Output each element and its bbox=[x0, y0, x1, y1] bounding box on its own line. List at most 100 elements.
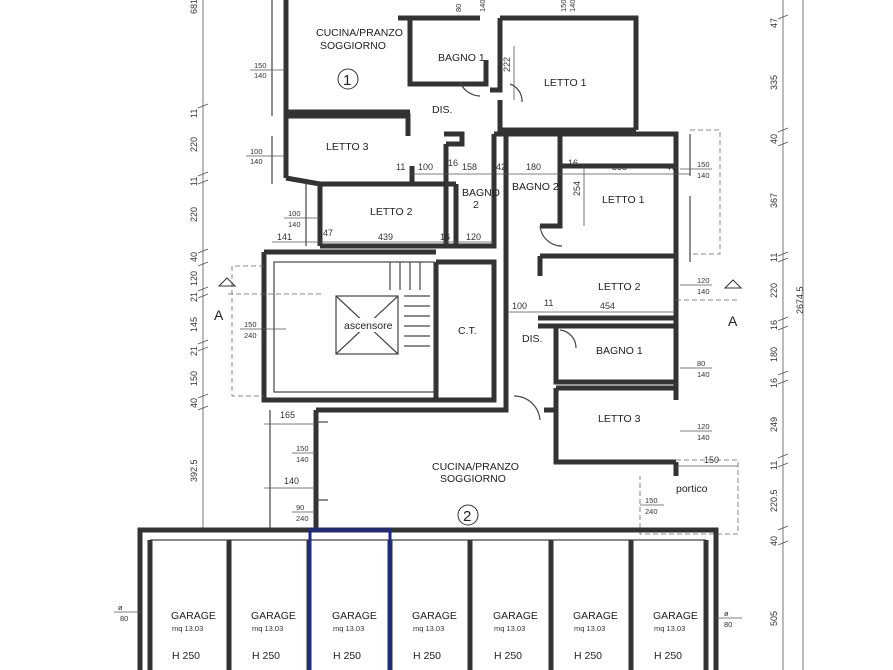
door-swing bbox=[509, 83, 523, 103]
section-a-right: A bbox=[728, 313, 738, 329]
garage-7-name: GARAGE bbox=[653, 610, 698, 622]
garage-labels: GARAGE mq 13.03 H 250 GARAGE mq 13.03 H … bbox=[171, 610, 698, 662]
garage-4-area: mq 13.03 bbox=[413, 624, 444, 633]
garage-3-height: H 250 bbox=[333, 650, 361, 662]
garage-5-height: H 250 bbox=[494, 650, 522, 662]
svg-text:368: 368 bbox=[612, 162, 627, 172]
svg-text:ø: ø bbox=[724, 609, 729, 618]
window-tag-vertical: 150 140 bbox=[559, 0, 577, 12]
scale-145: 145 bbox=[189, 317, 199, 332]
garage-3: GARAGE mq 13.03 H 250 bbox=[332, 610, 377, 662]
svg-text:140: 140 bbox=[568, 0, 577, 12]
garage-1-height: H 250 bbox=[172, 650, 200, 662]
scale-180: 180 bbox=[769, 347, 779, 362]
scale-11c: 11 bbox=[769, 253, 779, 262]
window-tag: 150 240 bbox=[640, 496, 664, 516]
garage-2: GARAGE mq 13.03 H 250 bbox=[251, 610, 296, 662]
scale-40c: 40 bbox=[769, 134, 779, 144]
garage-6-name: GARAGE bbox=[573, 610, 618, 622]
garage-5: GARAGE mq 13.03 H 250 bbox=[493, 610, 538, 662]
apt1-bagno2-label: BAGNO bbox=[462, 187, 500, 199]
svg-text:ø: ø bbox=[118, 603, 123, 612]
core-labels: ascensore C.T. A A bbox=[214, 277, 743, 337]
scale-220b: 220 bbox=[189, 207, 199, 222]
svg-text:150: 150 bbox=[296, 444, 309, 453]
scale-11a: 11 bbox=[189, 109, 199, 118]
apt2-letto3-label: LETTO 3 bbox=[598, 413, 641, 425]
garage-block bbox=[137, 527, 719, 670]
garage-6: GARAGE mq 13.03 H 250 bbox=[573, 610, 618, 662]
apt1-letto2-label: LETTO 2 bbox=[370, 206, 413, 218]
svg-text:80: 80 bbox=[724, 620, 732, 629]
scale-21a: 21 bbox=[189, 292, 199, 302]
svg-text:16: 16 bbox=[568, 158, 578, 168]
scale-392-5: 392.5 bbox=[189, 459, 199, 482]
section-a-left: A bbox=[214, 307, 224, 323]
garage-7-area: mq 13.03 bbox=[654, 624, 685, 633]
garage-2-name: GARAGE bbox=[251, 610, 296, 622]
window-tag: ø 80 bbox=[114, 603, 140, 623]
garage-5-name: GARAGE bbox=[493, 610, 538, 622]
window-tag: 80 140 bbox=[680, 359, 712, 379]
scale-16b: 16 bbox=[769, 378, 779, 388]
window-tag: ø 80 bbox=[716, 609, 742, 629]
scale-220-5: 220.5 bbox=[769, 489, 779, 512]
apt2-letto2-label: LETTO 2 bbox=[598, 281, 641, 293]
svg-text:100: 100 bbox=[418, 162, 433, 172]
apt1-bagno1-label: BAGNO 1 bbox=[438, 52, 485, 64]
right-scale-labels: 47 335 40 367 11 220 16 180 16 249 11 22… bbox=[769, 18, 805, 626]
apartment-2-living-walls bbox=[269, 400, 556, 530]
svg-text:150: 150 bbox=[697, 160, 710, 169]
svg-text:140: 140 bbox=[296, 455, 309, 464]
svg-text:222: 222 bbox=[502, 57, 512, 72]
svg-text:240: 240 bbox=[296, 514, 309, 523]
scale-681: 681 bbox=[189, 0, 199, 14]
svg-text:454: 454 bbox=[600, 301, 615, 311]
door-swing bbox=[513, 395, 541, 421]
window-tag: 100 140 bbox=[284, 209, 320, 229]
svg-text:120: 120 bbox=[697, 422, 710, 431]
door-swing bbox=[459, 81, 481, 97]
apt1-letto3-label: LETTO 3 bbox=[326, 141, 369, 153]
garage-3-name: GARAGE bbox=[332, 610, 377, 622]
section-arrow-right-icon bbox=[723, 279, 743, 289]
apt1-bagno2-num: 2 bbox=[473, 199, 479, 211]
door-swing bbox=[559, 329, 577, 349]
apartment-2-labels: BAGNO 2 LETTO 1 LETTO 2 DIS. BAGNO 1 LET… bbox=[432, 181, 708, 526]
svg-text:80: 80 bbox=[697, 359, 705, 368]
garage-4-name: GARAGE bbox=[412, 610, 457, 622]
lift-shaft bbox=[335, 295, 399, 355]
svg-text:120: 120 bbox=[697, 276, 710, 285]
scale-249: 249 bbox=[769, 417, 779, 432]
apt1-number-circle bbox=[337, 68, 359, 90]
svg-text:100: 100 bbox=[288, 209, 301, 218]
window-tag: 120 140 bbox=[680, 422, 712, 442]
scale-total: 2674.5 bbox=[795, 286, 805, 314]
scale-220a: 220 bbox=[189, 137, 199, 152]
svg-text:150: 150 bbox=[244, 320, 257, 329]
window-tag: 120 140 bbox=[680, 276, 712, 296]
svg-text:16: 16 bbox=[448, 158, 458, 168]
svg-text:47: 47 bbox=[323, 228, 333, 238]
svg-text:158: 158 bbox=[462, 162, 477, 172]
svg-text:150: 150 bbox=[704, 455, 719, 465]
apt1-number: 1 bbox=[343, 72, 351, 89]
scale-40b: 40 bbox=[189, 398, 199, 408]
svg-text:240: 240 bbox=[244, 331, 257, 340]
svg-text:165: 165 bbox=[280, 410, 295, 420]
scale-150: 150 bbox=[189, 371, 199, 386]
svg-text:240: 240 bbox=[645, 507, 658, 516]
apt2-bagno2-label: BAGNO 2 bbox=[512, 181, 559, 193]
apt1-dis-label: DIS. bbox=[432, 104, 452, 116]
window-tag: 150 140 bbox=[292, 444, 316, 464]
apt1-letto1-label: LETTO 1 bbox=[544, 77, 587, 89]
apt1-cucina-label: CUCINA/PRANZO bbox=[316, 27, 403, 39]
svg-text:120: 120 bbox=[466, 232, 481, 242]
apartment-1-labels: CUCINA/PRANZO SOGGIORNO 1 BAGNO 1 LETTO … bbox=[316, 27, 587, 218]
portico-label: portico bbox=[676, 483, 708, 495]
svg-text:100: 100 bbox=[250, 147, 263, 156]
svg-text:140: 140 bbox=[478, 0, 487, 12]
window-tag: 150 240 bbox=[240, 320, 286, 340]
window-tag: 100 140 bbox=[246, 147, 286, 166]
internal-dimensions: 222 100 158 11 16 42 180 16 368 47 254 1… bbox=[264, 46, 738, 489]
